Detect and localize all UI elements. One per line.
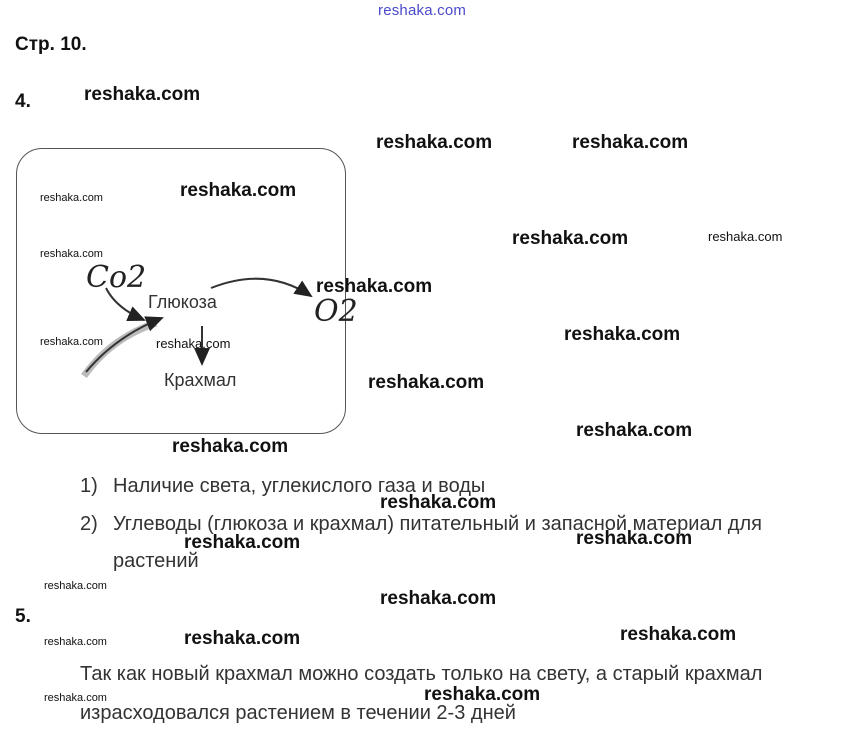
task-4-number: 4. [15,91,31,112]
watermark: reshaka.com [576,528,693,549]
watermark: reshaka.com [380,588,497,609]
o2-arrow [210,277,313,298]
watermark-small: reshaka.com [44,636,107,648]
diagram-frame [16,148,346,434]
watermark: reshaka.com [572,132,689,153]
co2-arrow [105,287,146,322]
watermark-small: reshaka.com [156,336,231,351]
top-watermark: reshaka.com [378,2,467,19]
watermark-small: reshaka.com [40,248,103,260]
watermark: reshaka.com [620,624,737,645]
o2-label: O2 [314,294,358,329]
task-5-line2: израсходовался растением в течении 2-3 д… [80,702,516,724]
watermark: reshaka.com [184,628,301,649]
co2-label: Co2 [86,260,147,295]
light-arrow [85,316,164,373]
watermark: reshaka.com [380,492,497,513]
watermark: reshaka.com [564,324,681,345]
watermark-small: reshaka.com [40,336,103,348]
answer-1-text: Наличие света, углекислого газа и воды [113,475,486,497]
watermark: reshaka.com [180,180,297,201]
starch-label: Крахмал [164,370,237,390]
watermark: reshaka.com [316,276,433,297]
task-5-line1: Так как новый крахмал можно создать толь… [80,663,763,685]
watermark: reshaka.com [84,84,201,105]
watermark: reshaka.com [376,132,493,153]
watermark: reshaka.com [172,436,289,457]
watermark: reshaka.com [512,228,629,249]
watermark: reshaka.com [368,372,485,393]
page-heading: Стр. 10. [15,34,87,55]
answer-1-number: 1) [80,475,98,497]
photosynthesis-diagram [81,277,313,379]
answer-2-number: 2) [80,513,98,535]
watermark: reshaka.com [184,532,301,553]
answer-2-text-line2: растений [113,550,199,572]
watermark-small: reshaka.com [40,192,103,204]
light-ray [81,319,158,379]
glucose-label: Глюкоза [148,292,217,312]
task-5-number: 5. [15,606,31,627]
answer-2-text-line1: Углеводы (глюкоза и крахмал) питательный… [113,513,762,535]
watermark-small: reshaka.com [708,229,783,244]
watermark-small: reshaka.com [44,692,107,704]
watermark: reshaka.com [576,420,693,441]
watermark: reshaka.com [424,684,541,705]
watermark-small: reshaka.com [44,580,107,592]
